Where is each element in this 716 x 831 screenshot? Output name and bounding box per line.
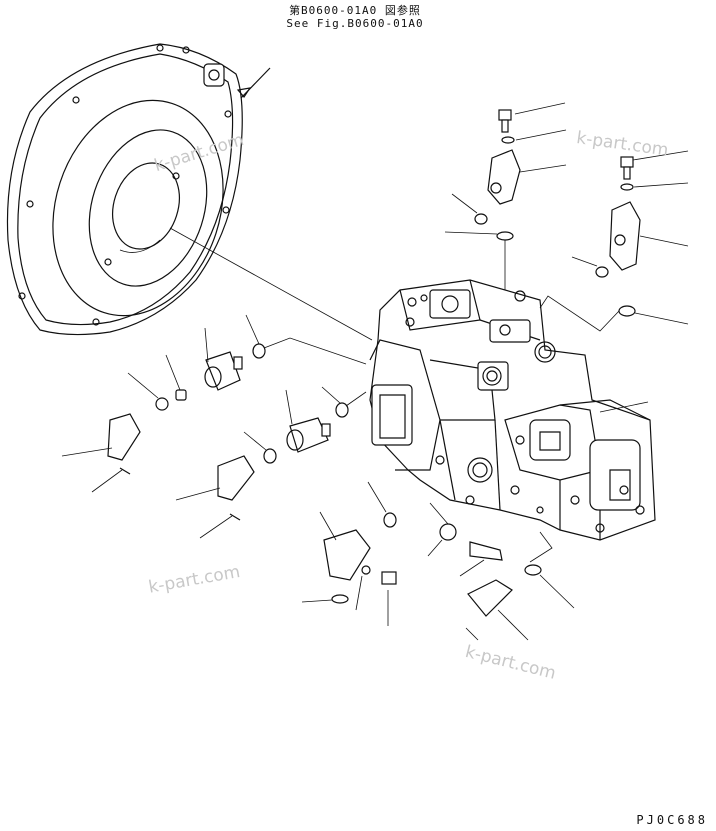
o-ring-lower-4 xyxy=(524,564,542,576)
o-ring-top-5 xyxy=(595,266,609,278)
o-ring-left-2 xyxy=(155,397,169,411)
leader-line xyxy=(169,227,373,341)
housing-cover-plate xyxy=(6,43,271,336)
small-plug xyxy=(175,389,187,401)
plug-lower xyxy=(381,571,397,585)
o-ring-left-1 xyxy=(252,343,266,359)
o-ring-lower-1 xyxy=(383,512,397,528)
plug-fitting-2 xyxy=(289,417,329,453)
fittings-and-seals xyxy=(61,102,689,641)
o-ring-top-1 xyxy=(501,136,515,144)
o-ring-left-4 xyxy=(263,448,277,464)
elbow-fitting-top-2 xyxy=(609,201,641,271)
elbow-fitting-left-1 xyxy=(107,413,141,461)
o-ring-lower-3 xyxy=(361,565,371,575)
reference-note-japanese: 第B0600-01A0 図参照 xyxy=(289,4,421,17)
elbow-fitting-left-2 xyxy=(217,455,255,501)
elbow-fitting-top-1 xyxy=(487,149,521,205)
bolt-top-2 xyxy=(620,156,634,168)
washer-lower xyxy=(439,523,457,541)
o-ring-top-6 xyxy=(618,305,636,317)
main-pump-assembly xyxy=(369,279,656,541)
o-ring-top-3 xyxy=(496,231,514,241)
reference-note-english: See Fig.B0600-01A0 xyxy=(286,17,424,30)
o-ring-left-3 xyxy=(335,402,349,418)
elbow-fitting-lower-2 xyxy=(467,579,513,617)
elbow-fitting-lower-1 xyxy=(323,529,371,581)
o-ring-top-4 xyxy=(620,183,634,191)
plug-fitting-1 xyxy=(205,351,241,391)
o-ring-top-2 xyxy=(474,213,488,225)
o-ring-lower-2 xyxy=(331,594,349,604)
bolt-lower xyxy=(469,541,503,561)
bolt-top-1 xyxy=(498,109,512,121)
drawing-code: PJ0C688 xyxy=(636,813,708,827)
